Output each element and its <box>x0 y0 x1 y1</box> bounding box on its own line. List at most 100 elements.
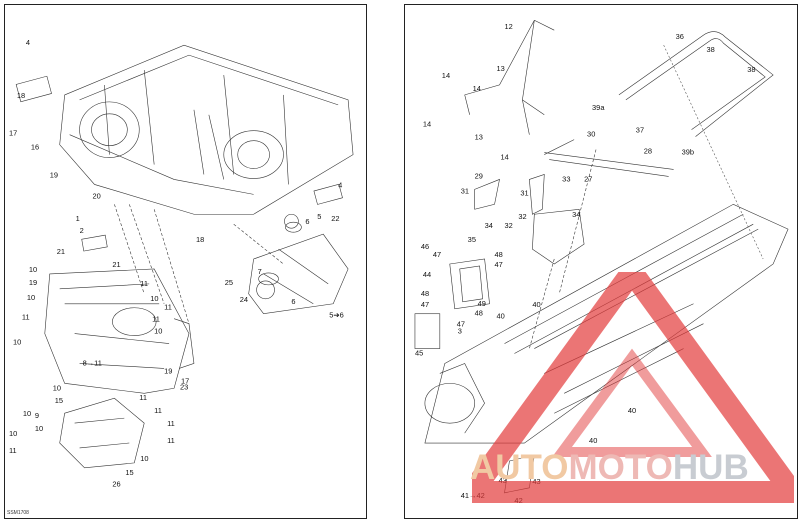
callout-38: 38 <box>706 45 714 54</box>
callout-19: 17 <box>181 376 189 385</box>
watermark-moto: MOTO <box>568 448 673 487</box>
callout-5-6: 6 <box>291 297 295 306</box>
callout-6: 6 <box>305 217 309 226</box>
callout-48: 48 <box>495 250 503 259</box>
callout-2: 2 <box>80 226 84 235</box>
callout-8-11: 10 <box>13 338 21 347</box>
callout-25: 26 <box>112 480 120 489</box>
callout-38: 38 <box>747 65 755 74</box>
callout-46: 46 <box>421 242 429 251</box>
callout-10: 10 <box>29 265 37 274</box>
callout-39a: 39a <box>592 103 605 112</box>
callout-1: 1 <box>76 214 80 223</box>
callout-14: 14 <box>473 84 481 93</box>
callout-26: 15 <box>125 468 133 477</box>
callout-9: 10 <box>23 409 31 418</box>
callout-10: 11 <box>139 393 147 402</box>
callout-24: 25 <box>225 278 233 287</box>
callout-14: 14 <box>501 153 509 162</box>
callout-47: 47 <box>457 320 465 329</box>
watermark-auto: AUTO <box>470 448 569 487</box>
callout-47: 47 <box>433 250 441 259</box>
right-exploded-view: 12 36 38 38 14 13 14 39a 13 14 14 30 37 … <box>414 19 789 505</box>
callout-47: 47 <box>421 300 429 309</box>
callout-33: 33 <box>562 174 570 183</box>
callout-10: 11 <box>154 406 162 415</box>
lower-bracket <box>59 397 145 469</box>
callout-19: 19 <box>50 170 58 179</box>
callout-40: 40 <box>589 436 597 445</box>
callout-36: 36 <box>676 32 684 41</box>
callout-11: 11 <box>22 313 30 322</box>
callout-14: 14 <box>423 120 431 129</box>
right-diagram-panel: 12 36 38 38 14 13 14 39a 13 14 14 30 37 … <box>404 4 798 519</box>
callout-29: 29 <box>475 171 483 180</box>
callout-21: 21 <box>112 260 120 269</box>
callout-11: 11 <box>167 419 175 428</box>
callout-14: 14 <box>442 71 450 80</box>
watermark-hub: HUB <box>672 448 749 487</box>
callout-49: 49 <box>478 299 486 308</box>
callout-10: 10 <box>35 424 43 433</box>
callout-35: 35 <box>468 235 476 244</box>
callout-15: 10 <box>53 383 61 392</box>
callout-34: 34 <box>572 210 580 219</box>
callout-31: 31 <box>520 188 528 197</box>
callout-10: 19 <box>29 278 37 287</box>
callout-10: 10 <box>150 294 158 303</box>
callout-32: 32 <box>504 221 512 230</box>
callout-10: 15 <box>55 396 63 405</box>
callout-37: 37 <box>636 126 644 135</box>
left-exploded-view: 4 18 17 16 19 20 4 5 6 22 1 2 21 21 18 1… <box>9 38 354 489</box>
callout-10: 9 <box>35 411 39 420</box>
callout-18: 18 <box>17 91 25 100</box>
left-callouts: 4 18 17 16 19 20 4 5 6 22 1 2 21 21 18 1… <box>9 38 344 489</box>
callout-13: 13 <box>475 133 483 142</box>
callout-11: 10 <box>154 327 162 336</box>
chassis-frame <box>59 44 354 215</box>
callout-44: 44 <box>423 270 431 279</box>
callout-20: 20 <box>93 191 101 200</box>
callout-11: 19 <box>164 366 172 375</box>
callout-11: 8→11 <box>83 358 102 367</box>
steering-bar <box>544 139 674 177</box>
callout-15: 10 <box>140 454 148 463</box>
watermark-text: AUTOMOTOHUB <box>470 448 749 488</box>
callout-4: 4 <box>338 180 342 189</box>
callout-19: 23 <box>180 382 188 391</box>
callout-11: 11 <box>140 279 148 288</box>
left-diagram-panel: 4 18 17 16 19 20 4 5 6 22 1 2 21 21 18 1… <box>4 4 367 519</box>
callout-23: 5➔6 <box>329 311 344 320</box>
side-panel <box>449 258 490 310</box>
callout-11: 11 <box>167 436 175 445</box>
callout-27: 27 <box>584 174 592 183</box>
callout-28: 28 <box>644 147 652 156</box>
rear-bumper <box>618 31 774 137</box>
callout-17: 17 <box>9 129 17 138</box>
callout-31: 31 <box>461 186 469 195</box>
callout-43: 43 <box>499 476 507 485</box>
callout-17: 11 <box>164 303 172 312</box>
callout-10: 10 <box>27 293 35 302</box>
callout-34: 34 <box>485 221 493 230</box>
a-frame-support <box>464 19 555 135</box>
callout-48: 48 <box>421 289 429 298</box>
tunnel-assembly <box>424 203 789 444</box>
document-code: SSM1708 <box>7 510 29 516</box>
callout-48: 48 <box>475 309 483 318</box>
callout-40: 40 <box>532 300 540 309</box>
callout-45: 45 <box>415 349 423 358</box>
front-bracket <box>44 268 190 394</box>
callout-6: 7 <box>258 267 262 276</box>
callout-7: 24 <box>240 295 248 304</box>
callout-22: 22 <box>331 214 339 223</box>
steering-support <box>248 233 349 315</box>
callout-4: 4 <box>26 38 30 47</box>
callout-11: 11 <box>152 315 160 324</box>
callout-40: 40 <box>628 406 636 415</box>
callout-13: 13 <box>497 64 505 73</box>
callout-5: 5 <box>317 212 321 221</box>
automotohub-logo-icon <box>472 272 794 503</box>
callout-18: 18 <box>196 235 204 244</box>
callout-3: 3 <box>458 327 462 336</box>
